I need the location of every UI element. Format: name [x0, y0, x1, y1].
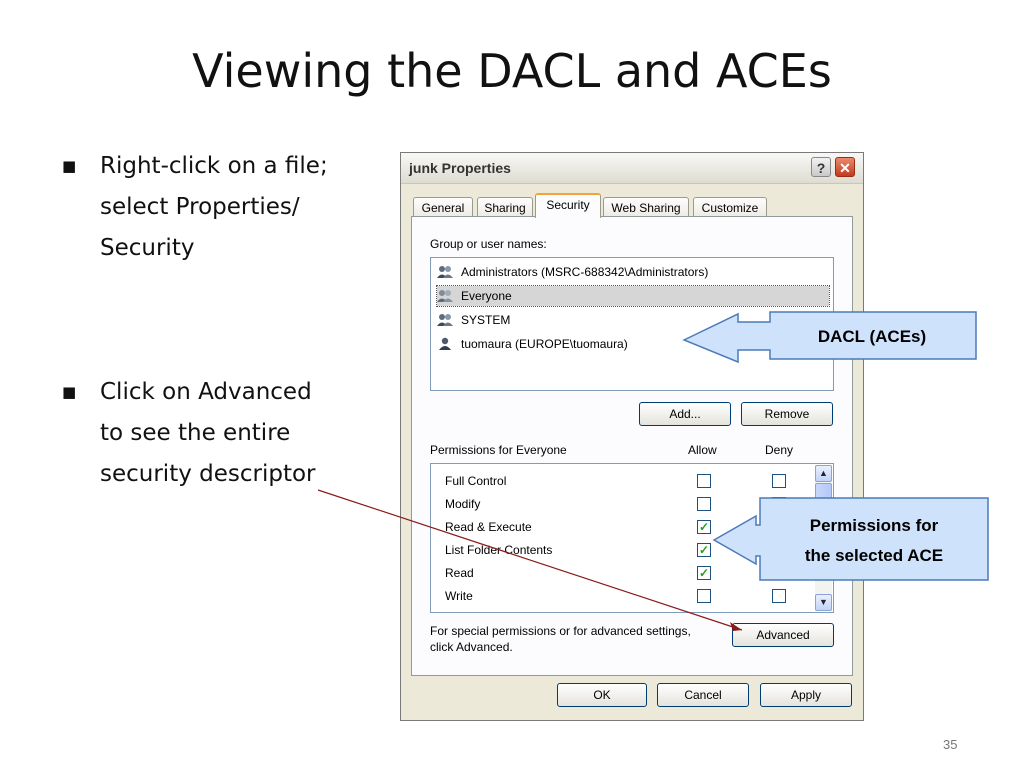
slide-title: Viewing the DACL and ACEs: [192, 44, 832, 98]
permissions-callout-arrow: [712, 497, 989, 581]
page-number: 35: [943, 737, 958, 752]
advanced-hint-line: For special permissions or for advanced …: [430, 624, 691, 638]
permission-row: Full Control: [445, 470, 805, 492]
tab-customize[interactable]: Customize: [693, 197, 767, 217]
close-button[interactable]: ✕: [835, 157, 855, 177]
bullet-line: Right-click on a file;: [100, 153, 328, 179]
user-list-item[interactable]: SYSTEM: [437, 310, 829, 330]
advanced-hint-line: click Advanced.: [430, 640, 513, 654]
allow-checkbox[interactable]: ✓: [697, 520, 711, 534]
bullet-square-icon: ■: [62, 157, 77, 175]
dacl-callout-arrow: [682, 311, 977, 364]
user-icon: [439, 337, 451, 350]
allow-checkbox[interactable]: ✓: [697, 543, 711, 557]
deny-column-header: Deny: [765, 443, 794, 457]
permission-row: Write: [445, 585, 805, 607]
tab-web-sharing[interactable]: Web Sharing: [603, 197, 689, 217]
dialog-titlebar[interactable]: junk Properties ? ✕: [401, 153, 863, 184]
bullet-item-properties: ■ Right-click on a file; select Properti…: [62, 146, 382, 269]
group-icon: [437, 314, 453, 326]
help-button[interactable]: ?: [811, 157, 831, 177]
scroll-up-icon[interactable]: ▲: [815, 465, 832, 482]
tab-general[interactable]: General: [413, 197, 473, 217]
apply-button[interactable]: Apply: [760, 683, 852, 707]
scroll-down-icon[interactable]: ▼: [815, 594, 832, 611]
security-tab-panel: Group or user names: Administrators (MSR…: [411, 216, 853, 676]
ok-button[interactable]: OK: [557, 683, 647, 707]
user-list-item[interactable]: Administrators (MSRC-688342\Administrato…: [437, 262, 829, 282]
user-name: SYSTEM: [461, 313, 511, 327]
permission-name: Read: [445, 566, 474, 580]
user-list-item-selected[interactable]: Everyone: [436, 285, 830, 307]
permission-name: Read & Execute: [445, 520, 532, 534]
permissions-for-label: Permissions for Everyone: [430, 443, 567, 457]
permission-name: Write: [445, 589, 473, 603]
allow-checkbox[interactable]: [697, 589, 711, 603]
user-name: Administrators (MSRC-688342\Administrato…: [461, 265, 709, 279]
allow-column-header: Allow: [688, 443, 717, 457]
bullet-line: Security: [100, 235, 195, 261]
bullet-line: security descriptor: [100, 461, 316, 487]
add-button[interactable]: Add...: [639, 402, 731, 426]
pointer-arrowhead-icon: [730, 622, 742, 631]
permissions-callout-text: the selected ACE: [805, 546, 943, 565]
user-name: tuomaura (EUROPE\tuomaura): [461, 337, 628, 351]
bullet-square-icon: ■: [62, 383, 77, 401]
permission-name: Full Control: [445, 474, 507, 488]
bullet-line: to see the entire: [100, 420, 291, 446]
deny-checkbox[interactable]: [772, 474, 786, 488]
permissions-callout-text: Permissions for: [810, 516, 939, 535]
remove-button[interactable]: Remove: [741, 402, 833, 426]
bullet-line: select Properties/: [100, 194, 300, 220]
user-list-item[interactable]: tuomaura (EUROPE\tuomaura): [437, 334, 829, 354]
dacl-callout-text: DACL (ACEs): [818, 327, 926, 346]
pointer-line: [317, 489, 743, 631]
tab-sharing[interactable]: Sharing: [477, 197, 533, 217]
deny-checkbox[interactable]: [772, 589, 786, 603]
allow-checkbox[interactable]: [697, 497, 711, 511]
user-name: Everyone: [461, 289, 512, 303]
group-user-names-label: Group or user names:: [430, 237, 547, 251]
group-icon: [437, 290, 453, 302]
advanced-button[interactable]: Advanced: [732, 623, 834, 647]
allow-checkbox[interactable]: [697, 474, 711, 488]
bullet-item-advanced: ■ Click on Advanced to see the entire se…: [62, 372, 382, 495]
dialog-title: junk Properties: [409, 160, 511, 176]
group-icon: [437, 266, 453, 278]
permission-name: Modify: [445, 497, 481, 511]
properties-dialog: junk Properties ? ✕ General Sharing Secu…: [400, 152, 864, 721]
bullet-line: Click on Advanced: [100, 379, 312, 405]
tab-security[interactable]: Security: [535, 193, 601, 218]
allow-checkbox[interactable]: ✓: [697, 566, 711, 580]
cancel-button[interactable]: Cancel: [657, 683, 749, 707]
